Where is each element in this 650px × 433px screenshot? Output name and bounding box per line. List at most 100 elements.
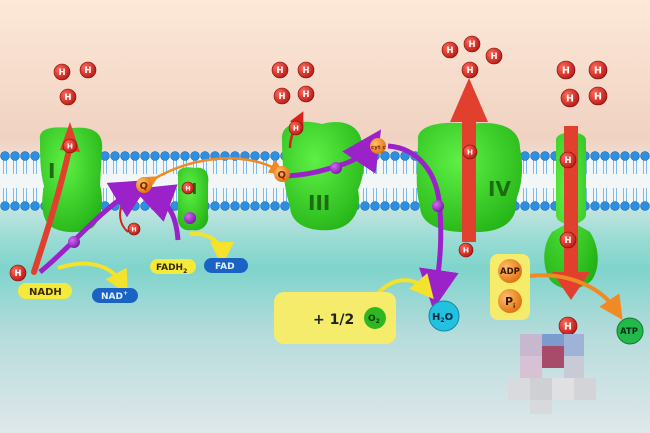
o2-label: O2 (368, 314, 380, 325)
lipid-head (260, 151, 270, 161)
nad-sup: + (123, 290, 128, 297)
proton-label: H (131, 226, 136, 233)
lipid-head (610, 201, 620, 211)
proton-ball (271, 61, 289, 79)
proton-ball (559, 151, 577, 169)
water-sub: 2 (440, 317, 444, 324)
half-label: + 1/2 (313, 312, 354, 328)
proton-label: H (14, 268, 21, 278)
proton-label: H (466, 65, 473, 75)
lipid-head (0, 151, 10, 161)
water-ball (428, 300, 460, 332)
lipid-head (110, 151, 120, 161)
proton-h: H (441, 41, 459, 59)
lipid-head (130, 201, 140, 211)
lipid-head (280, 201, 290, 211)
complex-i-pump-arrow (31, 143, 73, 275)
nadh-to-nad-arrow (57, 261, 128, 295)
lipid-head (220, 201, 230, 211)
electron-carrier-ii (184, 212, 196, 224)
lipid-head (180, 151, 190, 161)
o2-ball (364, 307, 386, 329)
proton-label: H (562, 65, 570, 76)
proton-label: H (84, 65, 91, 75)
proton-ball (127, 222, 141, 236)
proton-h: H (588, 86, 608, 106)
oxygen-reaction-box (274, 292, 396, 344)
water-h: H (432, 312, 440, 323)
proton-ball (560, 88, 580, 108)
atp-label: ATP (620, 327, 638, 337)
cytc-label: cyt c (371, 145, 386, 151)
proton-h: H (560, 88, 580, 108)
electron-path-complex-ii (133, 184, 181, 241)
q-shuttle-arrow (141, 157, 285, 191)
proton-label: H (564, 155, 571, 165)
lipid-head (360, 201, 370, 211)
adp-to-atp-arrow (529, 273, 623, 320)
lipid-head (410, 201, 420, 211)
proton-h: H (588, 60, 608, 80)
proton-label: H (185, 185, 190, 192)
proton-ball (181, 181, 195, 195)
o2-base: O (368, 314, 376, 324)
lipid-head (540, 151, 550, 161)
pi-base: P (505, 295, 513, 308)
fadh2-to-fad-arrow (189, 231, 234, 266)
blur-tile (564, 356, 584, 378)
proton-h: H (463, 35, 481, 53)
blur-tile (530, 400, 552, 414)
lipid-head (20, 151, 30, 161)
proton-h: H (288, 120, 304, 136)
lipid-head (170, 151, 180, 161)
lipid-head (630, 151, 640, 161)
proton-ball (588, 86, 608, 106)
lipid-head (190, 151, 200, 161)
proton-label: H (467, 148, 473, 157)
lipid-head (150, 201, 160, 211)
proton-h: H (556, 60, 576, 80)
proton-h: H (559, 231, 577, 249)
cytc-ball (370, 138, 386, 154)
proton-label: H (67, 142, 73, 151)
blur-tile (564, 334, 584, 356)
proton-label: H (302, 65, 309, 75)
lipid-head (260, 201, 270, 211)
o2-sub: 2 (376, 318, 380, 325)
blur-tile (520, 356, 542, 378)
proton-h: H (458, 242, 474, 258)
proton-ball (297, 85, 315, 103)
proton-group: HHHHHHHHHHHHHHHHHHHHHHHHHHH (9, 35, 608, 336)
proton-label: H (463, 246, 469, 255)
atp-synthase-proton-arrow (564, 126, 578, 276)
lipid-head (600, 201, 610, 211)
blur-tile (520, 334, 542, 356)
proton-h: H (461, 61, 479, 79)
lipid-head (520, 201, 530, 211)
proton-ball (59, 88, 77, 106)
proton-h: H (9, 264, 27, 282)
proton-h: H (127, 222, 141, 236)
complex-iv-pump-arrow (462, 120, 476, 242)
proton-ball (273, 87, 291, 105)
q-label-2: Q (278, 170, 287, 181)
adp-label: ADP (500, 267, 520, 277)
lipid-head (390, 151, 400, 161)
lipid-head (120, 151, 130, 161)
ubiquinone-shuttle: Q Q cyt c (136, 138, 386, 193)
fad-label: FAD (215, 262, 235, 272)
water-label: H2O (432, 312, 453, 324)
lipid-head (400, 201, 410, 211)
lipid-head (620, 201, 630, 211)
lipid-head (640, 151, 650, 161)
lipid-head (230, 201, 240, 211)
lipid-head (590, 201, 600, 211)
proton-h: H (273, 87, 291, 105)
fadh2-pill (150, 259, 196, 274)
blur-tile (530, 378, 552, 400)
proton-ball (588, 60, 608, 80)
adp-ball (498, 259, 522, 283)
proton-ball (441, 41, 459, 59)
